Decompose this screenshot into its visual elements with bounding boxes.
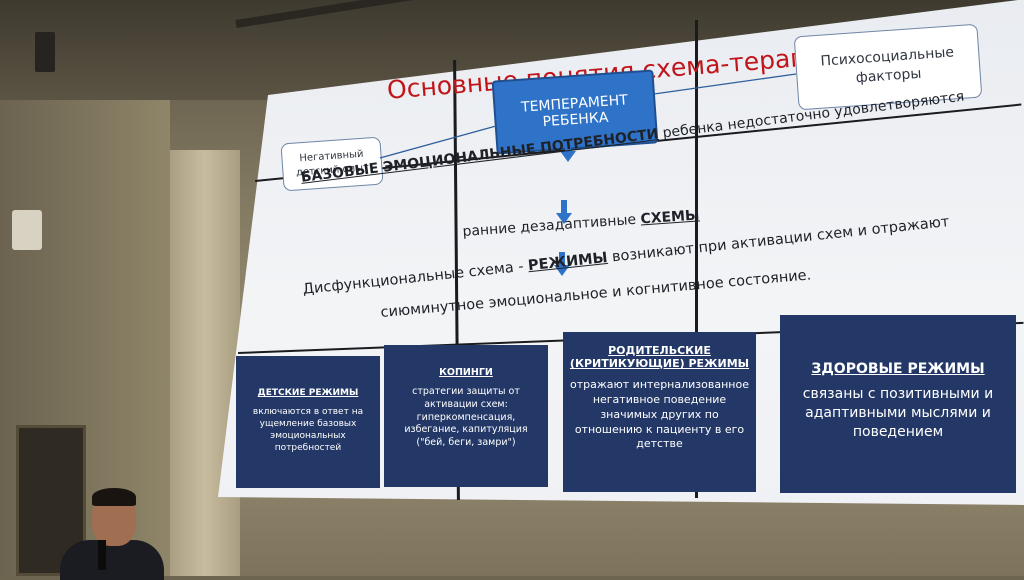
mode-box-parent: РОДИТЕЛЬСКИЕ (КРИТИКУЮЩИЕ) РЕЖИМЫ отража… — [563, 332, 756, 492]
mode-box-text: включаются в ответ на ущемление базовых … — [252, 407, 364, 454]
mode-box-title: ЗДОРОВЫЕ РЕЖИМЫ — [811, 361, 985, 377]
mode-box-text: стратегии защиты от активации схем: гипе… — [404, 386, 528, 449]
arrow-down-icon — [554, 252, 570, 276]
mode-box-title: КОПИНГИ — [439, 367, 493, 378]
mode-box-coping: КОПИНГИ стратегии защиты от активации сх… — [384, 345, 548, 487]
mode-box-healthy: ЗДОРОВЫЕ РЕЖИМЫ связаны с позитивными и … — [780, 315, 1016, 493]
presenter-hair — [92, 488, 136, 506]
screen-seam-vertical-2 — [695, 20, 698, 498]
wall-speaker — [12, 210, 42, 250]
mode-box-title: РОДИТЕЛЬСКИЕ (КРИТИКУЮЩИЕ) РЕЖИМЫ — [569, 344, 750, 370]
connector-negative-to-temperament — [379, 125, 497, 159]
mode-box-text: отражают интернализованное негативное по… — [570, 378, 749, 451]
mode-box-text: связаны с позитивными и адаптивными мысл… — [802, 386, 994, 440]
wall-camera — [35, 32, 55, 72]
microphone — [98, 540, 106, 570]
arrow-down-icon — [556, 200, 572, 224]
connector-psycho-to-temperament — [653, 73, 797, 95]
mode-box-title: ДЕТСКИЕ РЕЖИМЫ — [257, 388, 359, 398]
mode-box-child: ДЕТСКИЕ РЕЖИМЫ включаются в ответ на уще… — [236, 356, 380, 488]
wall-column — [170, 150, 240, 576]
presenter-body — [60, 540, 164, 580]
arrow-down-icon — [560, 138, 576, 162]
